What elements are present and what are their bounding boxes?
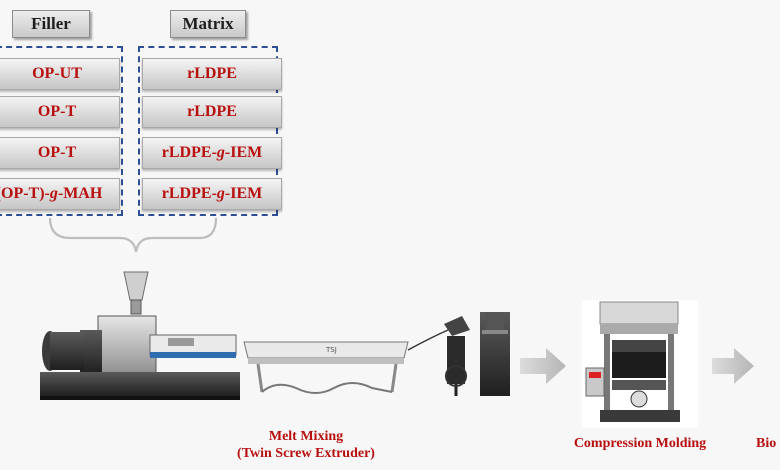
melt-mixing-subtitle: (Twin Screw Extruder) bbox=[237, 446, 375, 461]
twin-screw-extruder-icon bbox=[40, 271, 240, 400]
matrix-cell-label: rLDPE bbox=[187, 65, 237, 82]
filler-cell-label: (OP-T)-g-MAH bbox=[0, 185, 103, 202]
process-arrow-1 bbox=[520, 348, 566, 384]
melt-mixing-label: Melt Mixing (Twin Screw Extruder) bbox=[226, 428, 386, 462]
filler-cell-1: OP-UT bbox=[0, 58, 120, 90]
compression-press-icon bbox=[582, 300, 698, 428]
cut-off-step-label: Bio bbox=[756, 436, 777, 451]
matrix-group-box bbox=[138, 46, 278, 216]
matrix-cell-1: rLDPE bbox=[142, 58, 282, 90]
matrix-cell-4: rLDPE-g-IEM bbox=[142, 178, 282, 210]
filler-cell-4: (OP-T)-g-MAH bbox=[0, 178, 120, 210]
graft-marker: g bbox=[216, 144, 225, 161]
water-bath-icon: TSJ bbox=[243, 341, 409, 394]
matrix-cell-label: rLDPE-g-IEM bbox=[161, 185, 263, 202]
pelletizer-icon bbox=[444, 312, 510, 396]
graft-marker: g bbox=[216, 185, 225, 202]
filler-cell-2: OP-T bbox=[0, 96, 120, 128]
matrix-header: Matrix bbox=[170, 10, 246, 38]
filler-cell-label: OP-T bbox=[37, 144, 77, 161]
matrix-cell-2: rLDPE bbox=[142, 96, 282, 128]
matrix-cell-label: rLDPE-g-IEM bbox=[161, 144, 263, 161]
filler-cell-3: OP-T bbox=[0, 137, 120, 169]
bath-plate-text: TSJ bbox=[325, 346, 337, 354]
compression-molding-label: Compression Molding bbox=[573, 436, 707, 451]
strand-line bbox=[407, 329, 449, 351]
grouping-brace bbox=[48, 217, 218, 253]
graft-marker: g bbox=[49, 185, 58, 202]
melt-mixing-title: Melt Mixing bbox=[268, 429, 344, 444]
matrix-cell-label: rLDPE bbox=[187, 103, 237, 120]
filler-header: Filler bbox=[12, 10, 90, 38]
process-arrow-2 bbox=[712, 348, 754, 384]
filler-cell-label: OP-T bbox=[37, 103, 77, 120]
matrix-cell-3: rLDPE-g-IEM bbox=[142, 137, 282, 169]
filler-group-box bbox=[0, 46, 123, 216]
filler-cell-label: OP-UT bbox=[32, 65, 82, 82]
